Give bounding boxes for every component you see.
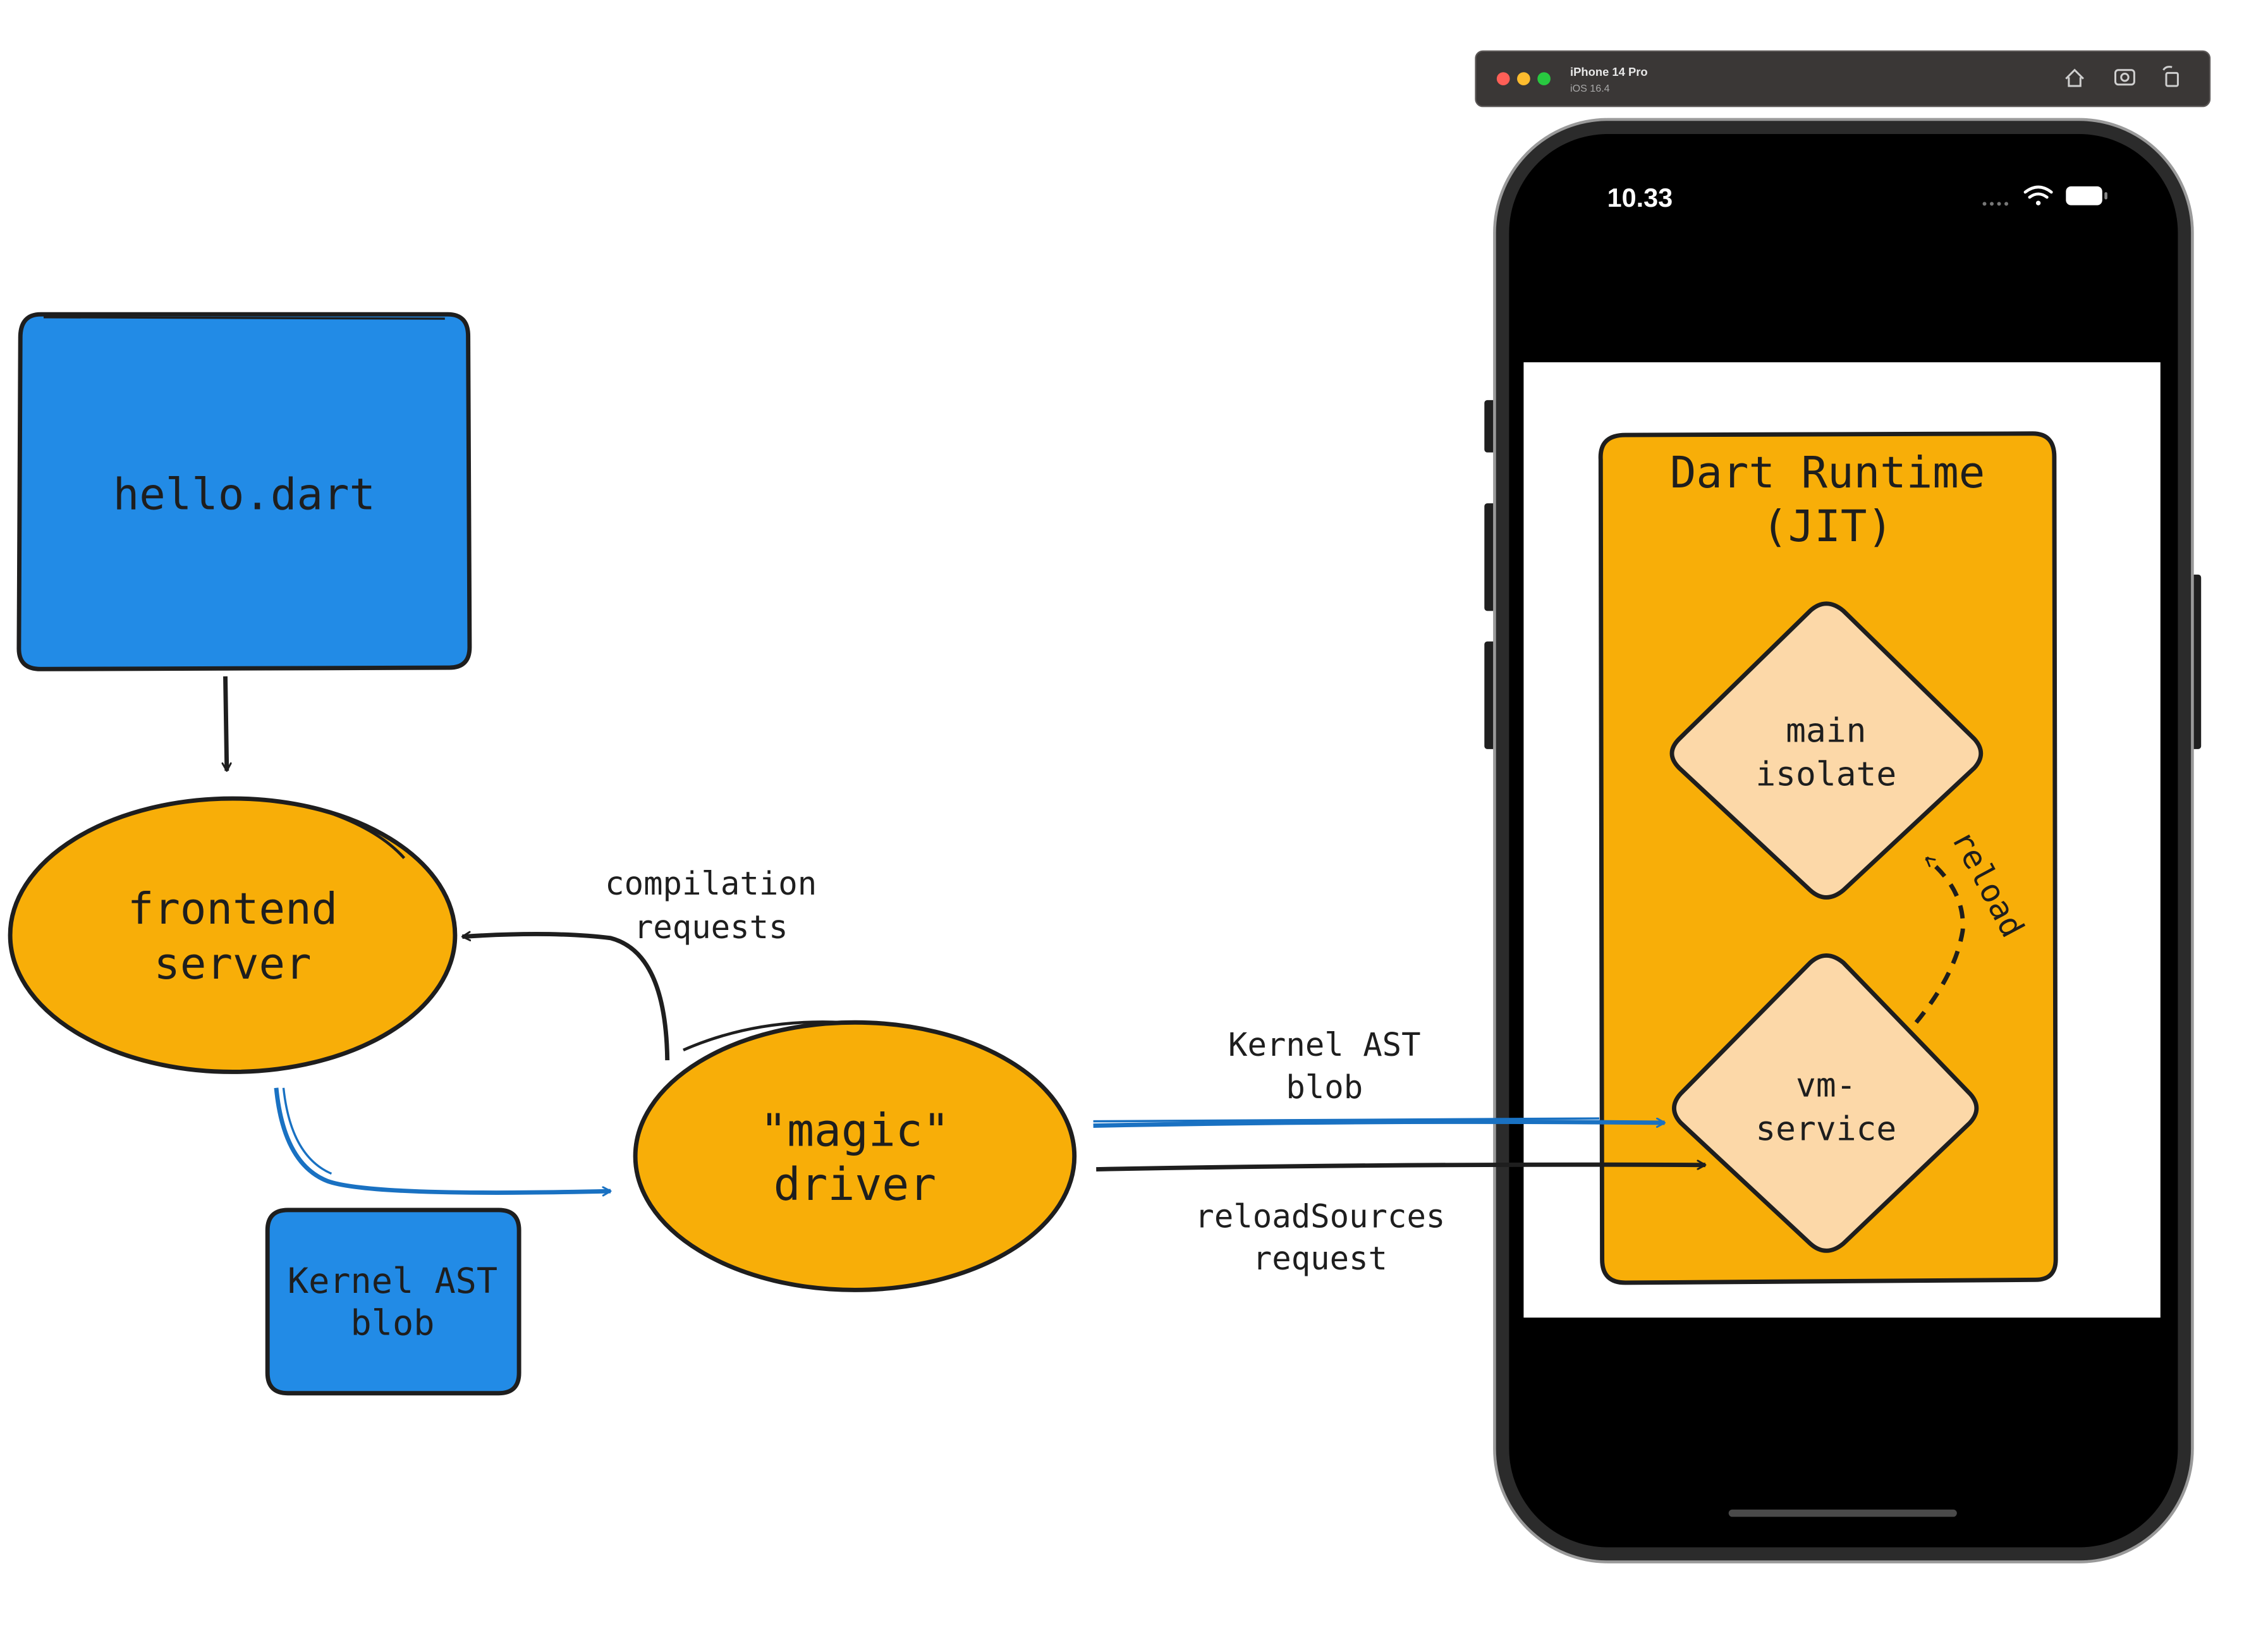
main-isolate-label-line2: isolate <box>1755 755 1896 793</box>
rotate-icon[interactable] <box>2162 66 2179 87</box>
svg-text:service: service <box>1755 1110 1896 1149</box>
svg-text:isolate: isolate <box>1755 755 1896 793</box>
frontend-server-node: frontend server <box>8 796 458 1074</box>
arrow-compilation-requests <box>462 934 670 1061</box>
home-icon[interactable] <box>2065 68 2084 87</box>
vm-service-label-line2: service <box>1755 1110 1896 1149</box>
window-minimize-button[interactable] <box>1517 72 1530 85</box>
vm-service-node: vm- service <box>1672 953 1979 1253</box>
magic-driver-node: "magic" driver <box>633 1020 1077 1292</box>
vm-service-label-line1: vm- <box>1796 1067 1856 1105</box>
svg-text:Kernel AST: Kernel AST <box>1228 1026 1421 1063</box>
dart-runtime-label-line1: Dart Runtime <box>1670 448 1985 498</box>
arrow-reload <box>1914 856 1965 1024</box>
svg-text:(JIT): (JIT) <box>1762 501 1893 552</box>
hello-dart-label: hello.dart <box>113 469 375 520</box>
svg-text:Kernel AST: Kernel AST <box>288 1261 497 1302</box>
arrow-reload-sources-request <box>1096 1165 1705 1171</box>
svg-text:main: main <box>1786 711 1866 750</box>
kernel-ast-blob-edge-line1: Kernel AST <box>1228 1026 1421 1063</box>
arrow-hello-to-frontend <box>226 676 227 771</box>
hello-dart-node: hello.dart <box>16 312 472 671</box>
arrow-frontend-to-driver <box>274 1087 611 1193</box>
status-bar-time: 10.33 <box>1607 183 1673 212</box>
svg-text:request: request <box>1253 1240 1387 1277</box>
svg-text:Dart Runtime: Dart Runtime <box>1670 448 1985 498</box>
magic-driver-label-line2: driver <box>774 1158 937 1211</box>
dart-runtime-label-line2: (JIT) <box>1762 501 1893 552</box>
battery-icon <box>2066 186 2107 205</box>
reload-sources-request-label-line1: reloadSources <box>1195 1198 1445 1235</box>
kernel-ast-blob-box-line2: blob <box>351 1304 435 1344</box>
simulator-title-bar[interactable] <box>1475 50 2211 107</box>
svg-text:server: server <box>154 939 311 989</box>
window-zoom-button[interactable] <box>1537 72 1551 85</box>
svg-text:blob: blob <box>1286 1068 1363 1106</box>
svg-text:reloadSources: reloadSources <box>1195 1198 1445 1235</box>
home-indicator[interactable] <box>1728 1509 1957 1517</box>
svg-text:compilation: compilation <box>605 865 817 902</box>
reload-sources-request-label-line2: request <box>1253 1240 1387 1277</box>
signal-icon <box>1982 202 2008 206</box>
frontend-server-label-line2: server <box>154 939 311 989</box>
svg-text:driver: driver <box>774 1158 937 1211</box>
svg-text:vm-: vm- <box>1796 1067 1856 1105</box>
arrow-kernel-blob-to-vm-service <box>1093 1122 1665 1125</box>
svg-text:frontend: frontend <box>128 884 338 934</box>
main-isolate-label-line1: main <box>1786 711 1866 750</box>
compilation-requests-label-line2: requests <box>634 908 788 946</box>
window-close-button[interactable] <box>1496 72 1510 85</box>
main-isolate-node: main isolate <box>1669 601 1984 900</box>
kernel-ast-blob-node: Kernel AST blob <box>265 1208 521 1396</box>
simulator-os-version: iOS 16.4 <box>1570 83 1610 94</box>
svg-text:"magic": "magic" <box>760 1104 949 1157</box>
compilation-requests-label-line1: compilation <box>605 865 817 902</box>
simulator-device-name: iPhone 14 Pro <box>1570 65 1648 78</box>
wifi-icon <box>2023 185 2053 205</box>
svg-text:blob: blob <box>351 1304 435 1344</box>
kernel-ast-blob-edge-line2: blob <box>1286 1068 1363 1106</box>
svg-text:requests: requests <box>634 908 788 946</box>
kernel-ast-blob-box-line1: Kernel AST <box>288 1261 497 1302</box>
frontend-server-label-line1: frontend <box>128 884 338 934</box>
magic-driver-label-line1: "magic" <box>760 1104 949 1157</box>
camera-icon[interactable] <box>2114 69 2135 86</box>
